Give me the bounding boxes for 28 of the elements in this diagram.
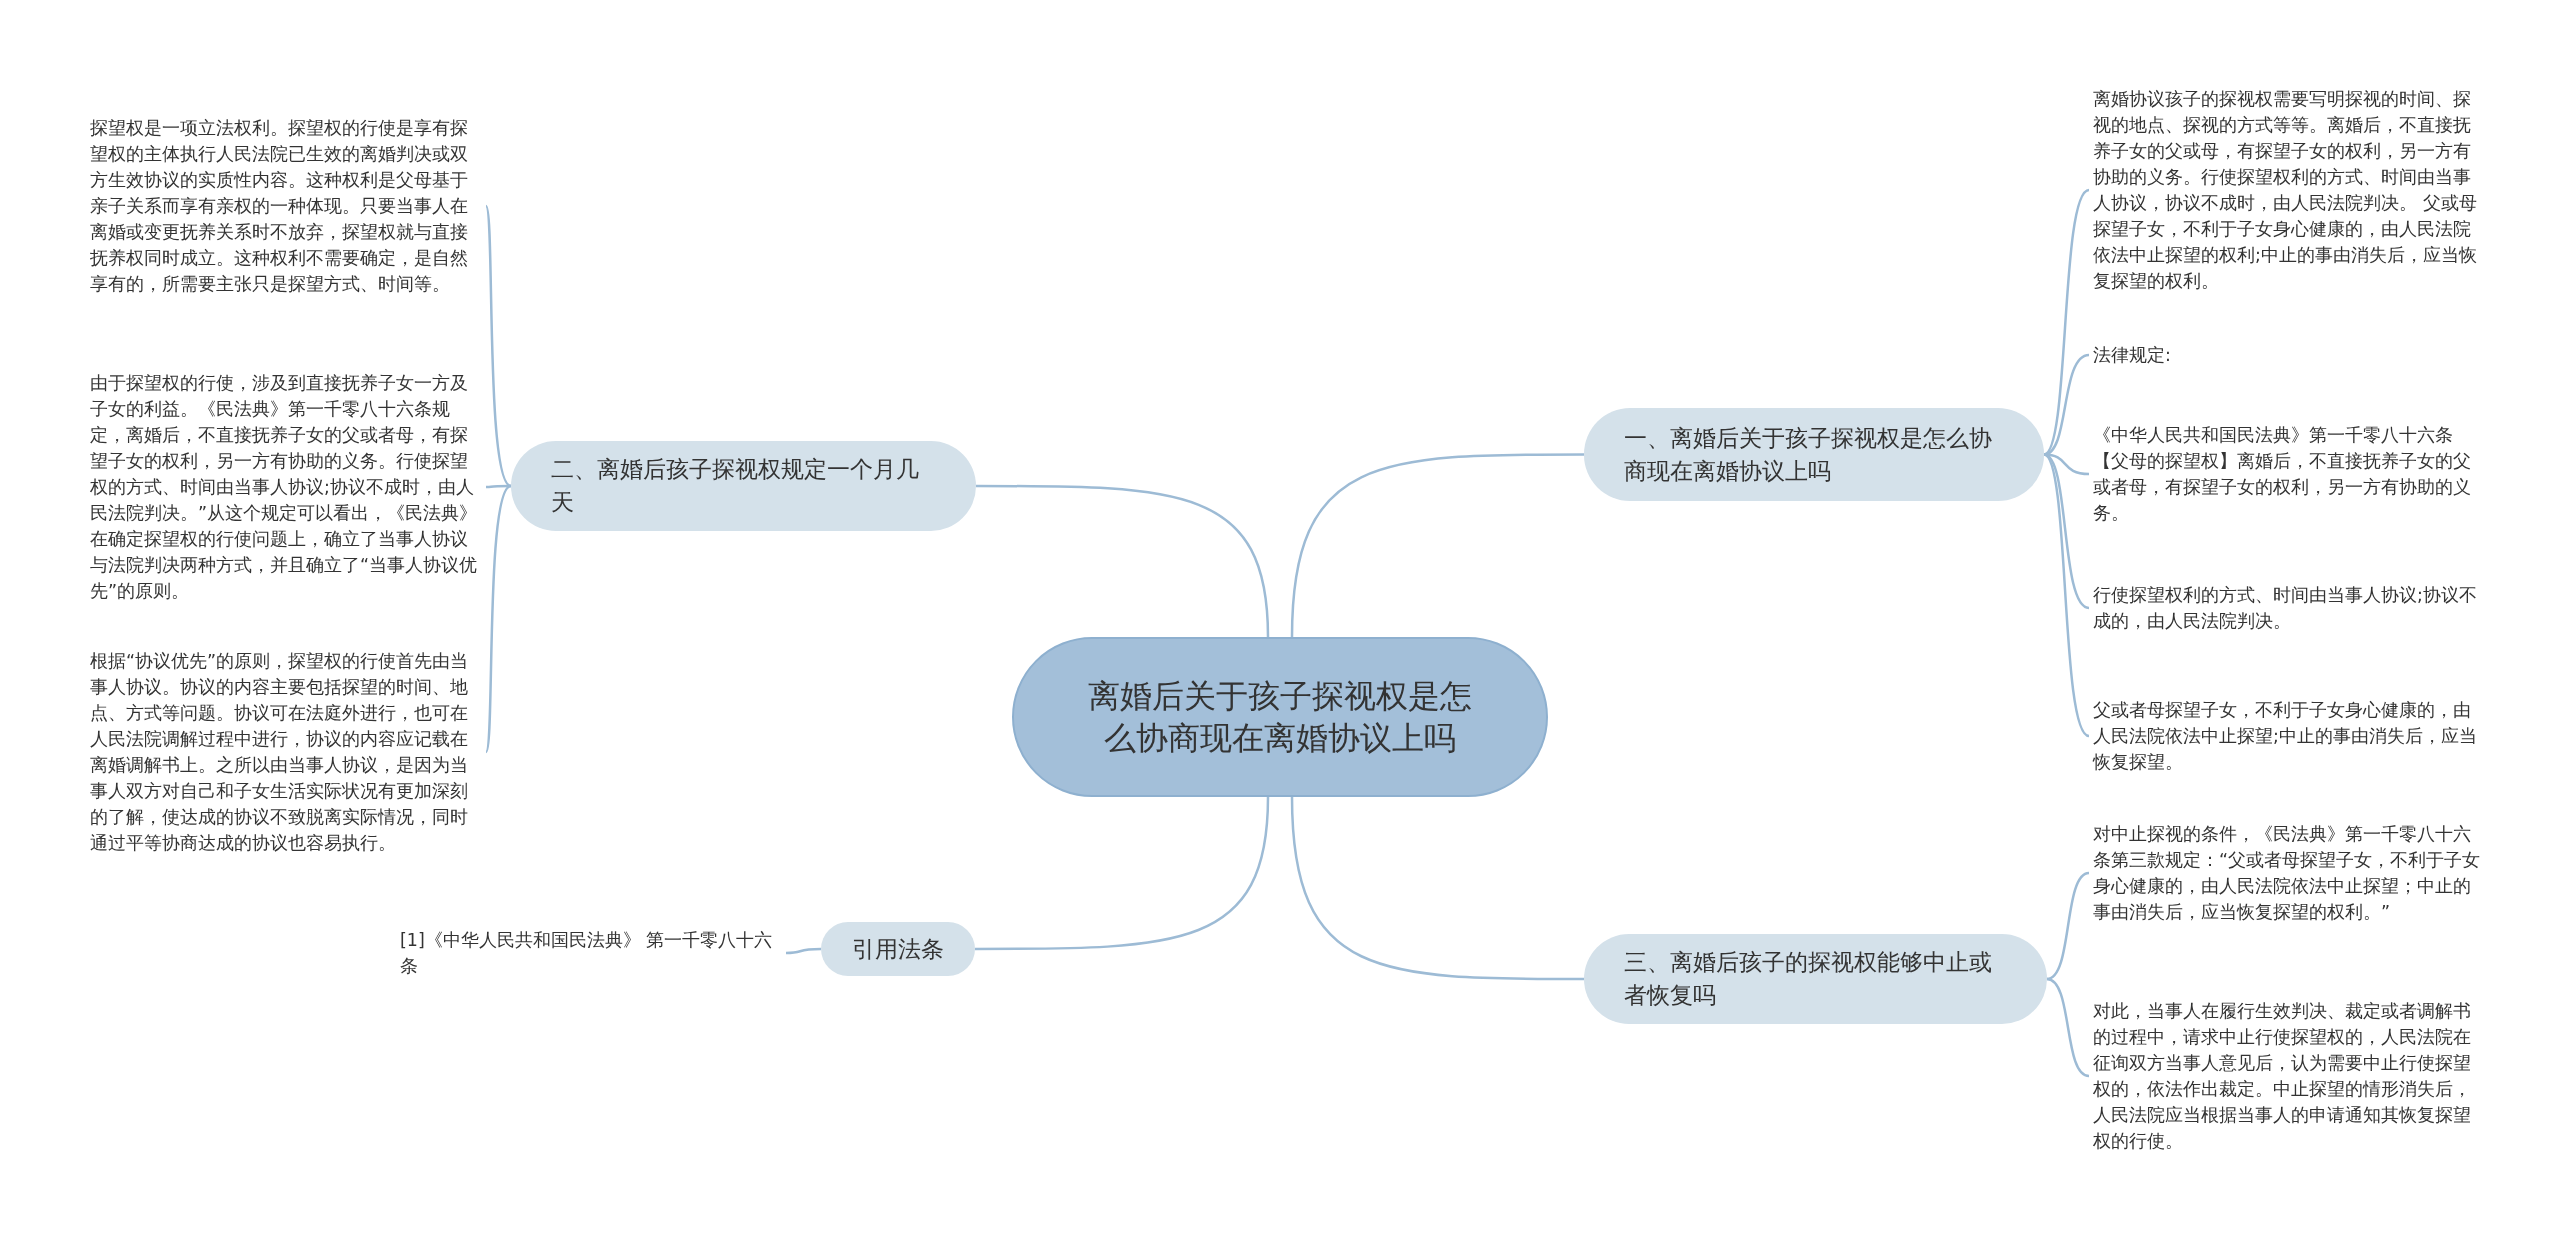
connector-line — [2043, 189, 2090, 456]
connector-line — [785, 947, 821, 955]
topic-box: 一、离婚后关于孩子探视权是怎么协商现在离婚协议上吗 — [1584, 408, 2044, 501]
connector-line — [484, 205, 512, 487]
connector-line — [2043, 453, 2090, 737]
topic-box: 引用法条 — [821, 922, 975, 976]
connector-line — [1290, 796, 1584, 981]
note-text: 离婚协议孩子的探视权需要写明探视的时间、探视的地点、探视的方式等等。离婚后，不直接抚养子女的父或母，有探望子女的权利，另一方有协助的义务。行使探望权利的方式、时间由当事人协议，协议不成时，由人民法院判决。 父或母探望子女，不利于子女身心健康的，由人民法院依法中止探望的权利;中止的事由消失后，应当恢复探望的权利。 — [2093, 86, 2488, 294]
note-text: 对此，当事人在履行生效判决、裁定或者调解书的过程中，请求中止行使探望权的，人民法院在征询双方当事人意见后，认为需要中止行使探望权的，依法作出裁定。中止探望的情形消失后，人民法院应当根据当事人的申请通知其恢复探望权的行使。 — [2093, 998, 2488, 1154]
connector-line — [976, 484, 1270, 638]
connector-line — [485, 484, 511, 489]
central-topic: 离婚后关于孩子探视权是怎么协商现在离婚协议上吗 — [1012, 637, 1548, 797]
note-text: 根据“协议优先”的原则，探望权的行使首先由当事人协议。协议的内容主要包括探望的时间、地点、方式等问题。协议可在法庭外进行，也可在人民法院调解过程中进行，协议的内容应记载在离婚调解书上。之所以由当事人协议，是因为当事人双方对自己和子女生活实际状况有更加深刻的了解，使达成的协议不致脱离实际情况，同时通过平等协商达成的协议也容易执行。 — [90, 648, 482, 856]
topic-box: 二、离婚后孩子探视权规定一个月几天 — [511, 441, 976, 531]
note-text: 探望权是一项立法权利。探望权的行使是享有探望权的主体执行人民法院已生效的离婚判决或双方生效协议的实质性内容。这种权利是父母基于亲子关系而享有亲权的一种体现。只要当事人在离婚或变更抚养关系时不放弃，探望权就与直接抚养权同时成立。这种权利不需要确定，是自然享有的，所需要主张只是探望方式、时间等。 — [90, 115, 482, 297]
note-text: 法律规定: — [2093, 342, 2488, 368]
note-text: 行使探望权利的方式、时间由当事人协议;协议不成的，由人民法院判决。 — [2093, 582, 2488, 634]
note-text: 由于探望权的行使，涉及到直接抚养子女一方及子女的利益。《民法典》第一千零八十六条规定，离婚后，不直接抚养子女的父或者母，有探望子女的权利，另一方有协助的义务。行使探望权的方式、时间由当事人协议;协议不成时，由人民法院判决。”从这个规定可以看出，《民法典》在确定探望权的行使问题上，确立了当事人协议与法院判决两种方式，并且确立了“当事人协议优先”的原则。 — [90, 370, 482, 604]
note-text: 父或者母探望子女，不利于子女身心健康的，由人民法院依法中止探望;中止的事由消失后，应当恢复探望。 — [2093, 697, 2488, 775]
topic-box: 三、离婚后孩子的探视权能够中止或者恢复吗 — [1584, 934, 2047, 1024]
connector-line — [2046, 977, 2090, 1078]
connector-line — [2046, 871, 2090, 981]
connector-line — [975, 796, 1270, 951]
note-text: 《中华人民共和国民法典》第一千零八十六条【父母的探望权】离婚后，不直接抚养子女的父或者母，有探望子女的权利，另一方有协助的义务。 — [2093, 422, 2488, 526]
connector-line — [1290, 453, 1584, 638]
note-text: 对中止探视的条件，《民法典》第一千零八十六条第三款规定：“父或者母探望子女，不利于子女身心健康的，由人民法院依法中止探望；中止的事由消失后，应当恢复探望的权利。” — [2093, 821, 2488, 925]
note-text: [1]《中华人民共和国民法典》 第一千零八十六条 — [400, 927, 782, 979]
connector-line — [484, 485, 512, 753]
